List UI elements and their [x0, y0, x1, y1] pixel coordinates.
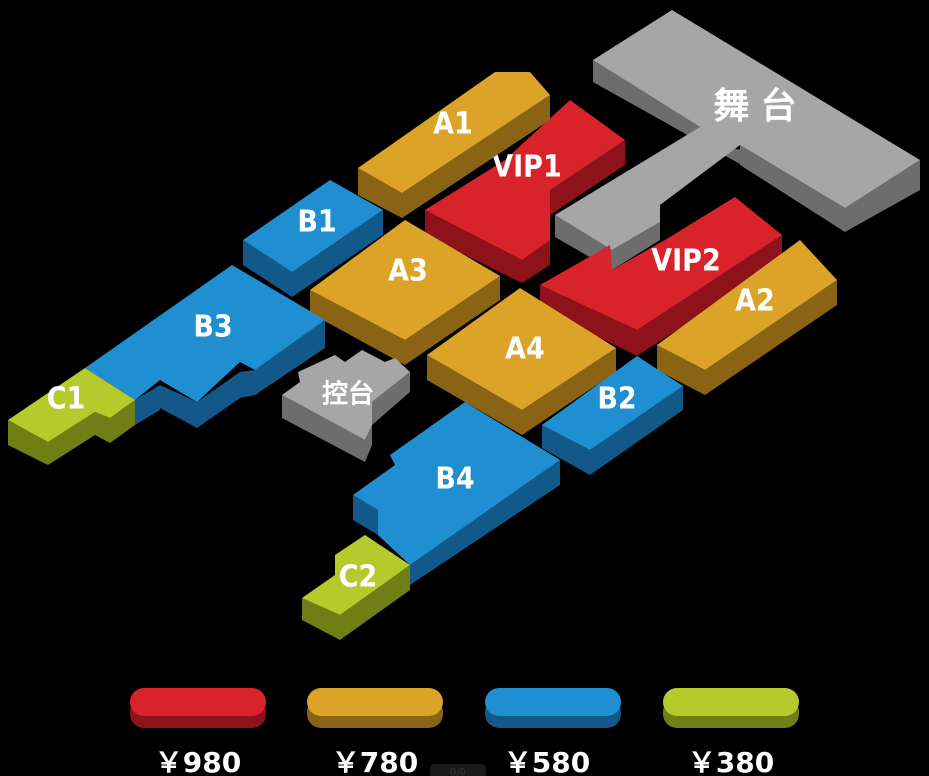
- vip2-label: VIP2: [651, 244, 720, 279]
- control-top: [282, 350, 410, 440]
- legend-swatch-980: [130, 688, 266, 716]
- stage-side: [555, 60, 920, 270]
- c1-top: [8, 368, 135, 442]
- legend-item-780: ￥780: [307, 688, 443, 776]
- a2-top: [657, 240, 837, 370]
- b1-side: [243, 210, 383, 297]
- b4-label: B4: [435, 462, 474, 497]
- section-a4[interactable]: A4: [427, 288, 616, 435]
- control-desk: 控台: [282, 350, 410, 462]
- vip1-top: [425, 100, 625, 260]
- a4-side: [427, 348, 616, 435]
- page-indicator-bg: [430, 764, 486, 776]
- a2-label: A2: [735, 284, 775, 319]
- section-c2[interactable]: C2: [302, 535, 410, 640]
- stage: 舞 台: [555, 10, 920, 270]
- b3-label: B3: [193, 310, 232, 345]
- vip2-side: [540, 235, 782, 356]
- b3-top: [85, 265, 325, 402]
- a4-top: [427, 288, 616, 410]
- b2-top: [542, 356, 683, 450]
- section-a2[interactable]: A2: [657, 240, 837, 395]
- section-vip1[interactable]: VIP1: [425, 100, 625, 283]
- a3-top: [310, 220, 500, 340]
- b4-top: [353, 402, 560, 565]
- section-a3[interactable]: A3: [310, 220, 500, 365]
- section-b1[interactable]: B1: [243, 180, 383, 297]
- section-b2[interactable]: B2: [542, 356, 683, 475]
- section-b3[interactable]: B3: [85, 265, 325, 428]
- page-indicator-text: 0/0: [450, 767, 466, 776]
- price-legend: ￥980 ￥780 ￥580 ￥380: [130, 688, 799, 776]
- b1-top: [243, 180, 383, 272]
- vip2-top: [540, 197, 782, 330]
- a1-label: A1: [433, 107, 473, 142]
- a4-label: A4: [505, 332, 545, 367]
- legend-price-380: ￥380: [688, 746, 774, 776]
- section-c1[interactable]: C1: [8, 368, 135, 465]
- legend-item-580: ￥580: [485, 688, 621, 776]
- b2-side: [542, 386, 683, 475]
- legend-swatch-580: [485, 688, 621, 716]
- c2-side: [302, 565, 410, 640]
- control-side: [282, 372, 410, 462]
- legend-price-780: ￥780: [332, 746, 418, 776]
- legend-item-980: ￥980: [130, 688, 266, 776]
- legend-item-380: ￥380: [663, 688, 799, 776]
- stage-top: [555, 10, 920, 250]
- vip1-label: VIP1: [492, 150, 561, 185]
- legend-swatch-780: [307, 688, 443, 716]
- vip1-side: [425, 140, 625, 283]
- a3-label: A3: [388, 254, 428, 289]
- b3-side: [135, 320, 325, 428]
- b1-label: B1: [297, 205, 336, 240]
- page-indicator: 0/0: [430, 764, 486, 776]
- legend-swatch-380: [663, 688, 799, 716]
- a3-side: [310, 276, 500, 365]
- section-a1[interactable]: A1: [358, 72, 550, 218]
- a1-top: [358, 72, 550, 193]
- control-label: 控台: [322, 379, 374, 410]
- stage-label: 舞 台: [713, 86, 796, 127]
- section-vip2[interactable]: VIP2: [540, 197, 782, 356]
- c1-label: C1: [47, 382, 86, 417]
- vip1-notch: [505, 190, 550, 237]
- c1-side: [8, 400, 135, 465]
- legend-price-580: ￥580: [504, 746, 590, 776]
- b2-label: B2: [597, 382, 636, 417]
- c2-label: C2: [339, 560, 378, 595]
- legend-price-980: ￥980: [155, 746, 241, 776]
- section-b4[interactable]: B4: [353, 402, 560, 585]
- c2-top: [302, 535, 410, 615]
